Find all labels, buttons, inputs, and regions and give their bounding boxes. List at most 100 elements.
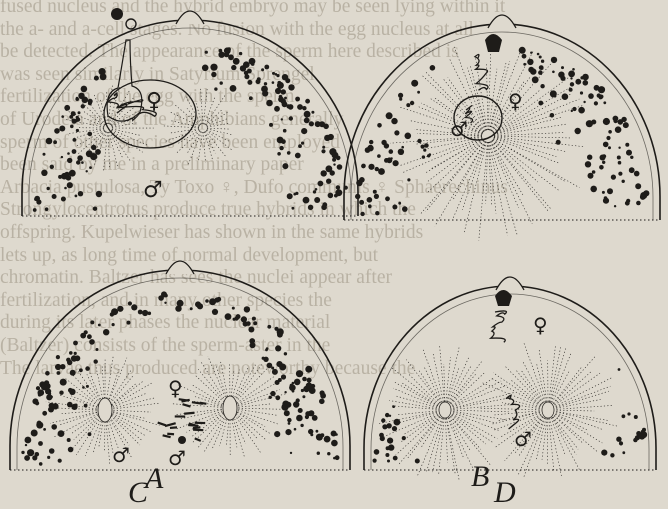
yolk-granule: [378, 168, 385, 175]
yolk-granule: [231, 65, 236, 70]
yolk-granule: [298, 144, 302, 148]
aster-ray: [492, 141, 551, 210]
yolk-granule: [98, 324, 101, 327]
yolk-granule: [249, 58, 256, 65]
yolk-granule: [613, 119, 617, 123]
aster-ray: [449, 381, 501, 408]
aster-ray: [406, 360, 442, 406]
yolk-granule: [94, 76, 99, 81]
yolk-granule: [324, 135, 330, 141]
aster-ray: [111, 130, 142, 152]
yolk-granule: [274, 106, 280, 112]
yolk-granule: [75, 355, 81, 361]
yolk-granule: [59, 391, 63, 395]
chromosome: [163, 435, 171, 437]
aster-ray: [420, 141, 484, 215]
yolk-granule: [622, 180, 625, 183]
yolk-granule: [294, 428, 297, 431]
yolk-granule: [274, 431, 280, 437]
figure-label-b: B: [471, 462, 489, 492]
yolk-granule: [282, 74, 288, 80]
yolk-granule: [633, 438, 637, 442]
yolk-granule: [58, 459, 62, 463]
yolk-granule: [334, 194, 338, 198]
yolk-granule: [81, 104, 85, 108]
aster-ray: [547, 415, 548, 464]
yolk-granule: [278, 378, 282, 382]
aster-ray: [493, 75, 572, 133]
yolk-granule: [249, 96, 253, 100]
centrosome: [542, 402, 554, 418]
yolk-granule: [599, 165, 604, 170]
yolk-granule: [538, 70, 543, 75]
yolk-granule: [272, 369, 278, 375]
yolk-granule: [634, 415, 638, 419]
aster-ray: [537, 363, 547, 405]
yolk-granule: [281, 118, 283, 120]
yolk-granule: [374, 449, 380, 455]
aster-ray: [110, 393, 147, 408]
yolk-granule: [634, 171, 640, 177]
aster-ray: [450, 411, 497, 423]
chromosome: [195, 438, 201, 440]
aster-ray: [494, 133, 564, 136]
yolk-granule: [528, 67, 534, 73]
aster-ray: [231, 413, 244, 457]
yolk-granule: [618, 368, 621, 371]
yolk-granule: [319, 121, 325, 127]
aster-ray: [505, 366, 544, 406]
fertilization-cone: [166, 261, 194, 274]
yolk-granule: [570, 77, 572, 79]
aster-ray: [234, 375, 276, 405]
chromosome: [158, 423, 166, 426]
yolk-granule: [318, 181, 324, 187]
yolk-granule: [386, 112, 393, 119]
yolk-granule: [641, 430, 646, 435]
yolk-granule: [212, 309, 218, 315]
aster-ray: [69, 129, 105, 134]
yolk-granule: [337, 164, 343, 170]
yolk-granule: [296, 398, 300, 402]
yolk-granule: [586, 120, 593, 127]
aster-ray: [398, 107, 482, 134]
yolk-granule: [284, 410, 290, 416]
yolk-granule: [417, 139, 421, 143]
aster-ray: [177, 410, 225, 429]
yolk-granule: [276, 74, 279, 77]
yolk-granule: [415, 459, 420, 464]
figure-label-c: C: [128, 478, 148, 508]
yolk-granule: [74, 352, 77, 355]
polar-body: [495, 290, 512, 306]
yolk-granule: [375, 211, 379, 215]
aster-ray: [449, 378, 493, 407]
yolk-granule: [398, 149, 404, 155]
aster-ray: [404, 413, 441, 435]
yolk-granule: [249, 338, 255, 344]
aster-ray: [169, 112, 199, 127]
yolk-granule: [608, 130, 612, 134]
aster-ray: [488, 43, 491, 130]
aster-ray: [549, 344, 556, 405]
yolk-granule: [253, 321, 257, 325]
yolk-granule: [607, 188, 613, 194]
yolk-granule: [326, 179, 331, 184]
yolk-granule: [302, 377, 307, 382]
yolk-granule: [215, 297, 220, 302]
aster-ray: [494, 138, 559, 163]
male-symbol: ♂: [112, 443, 130, 467]
yolk-granule: [575, 79, 581, 85]
yolk-granule: [161, 291, 167, 297]
aster-ray: [206, 131, 226, 156]
yolk-granule: [317, 452, 320, 455]
aster-ray: [110, 131, 131, 162]
male-symbol: ♂: [168, 446, 186, 470]
yolk-granule: [402, 206, 408, 212]
aster-ray: [490, 142, 518, 236]
yolk-granule: [598, 86, 605, 93]
yolk-granule: [622, 414, 626, 418]
aster-ray: [165, 129, 199, 141]
aster-ray: [553, 399, 602, 409]
yolk-granule: [239, 52, 242, 55]
yolk-granule: [279, 95, 283, 99]
